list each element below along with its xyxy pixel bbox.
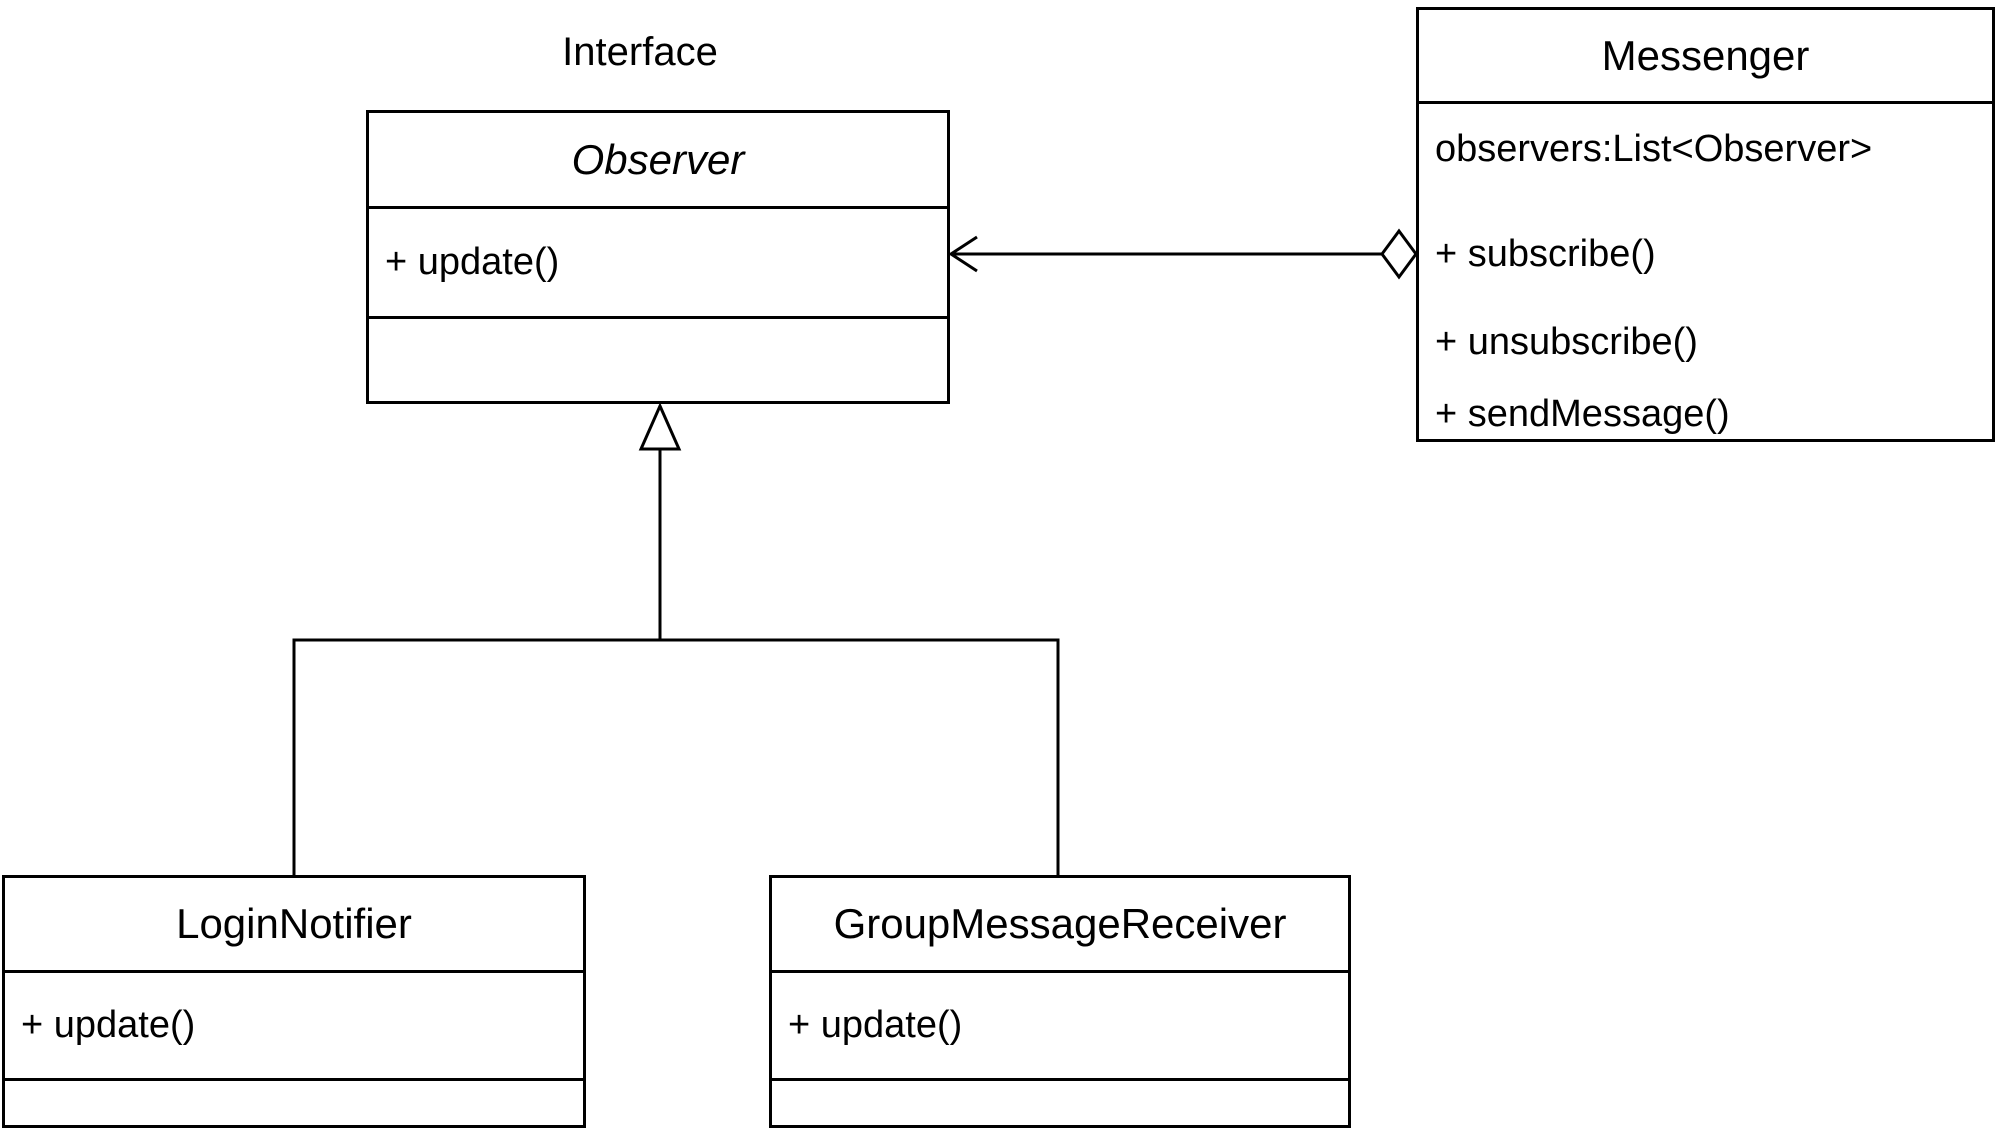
class-empty-compartment-loginnotifier	[5, 1078, 583, 1125]
class-title-groupmessagereceiver: GroupMessageReceiver	[833, 900, 1287, 947]
class-box-loginnotifier: LoginNotifier + update()	[2, 875, 586, 1128]
class-title-observer: Observer	[571, 135, 745, 183]
class-title-loginnotifier: LoginNotifier	[176, 900, 412, 947]
class-method-loginnotifier-update: + update()	[5, 970, 583, 1078]
class-box-observer: Observer + update()	[366, 110, 950, 404]
class-method-observer-update: + update()	[369, 206, 947, 316]
generalization-connector	[292, 449, 1060, 875]
interface-annotation-label: Interface	[562, 30, 718, 74]
aggregation-connector	[948, 235, 1382, 273]
class-method-messenger-subscribe: + subscribe()	[1435, 233, 1656, 275]
class-box-groupmessagereceiver: GroupMessageReceiver + update()	[769, 875, 1351, 1128]
inheritance-triangle-icon	[638, 402, 682, 451]
class-method-messenger-unsubscribe: + unsubscribe()	[1435, 321, 1698, 363]
class-empty-compartment-groupmessagereceiver	[772, 1078, 1348, 1125]
class-box-messenger: Messenger observers:List<Observer> + sub…	[1416, 7, 1995, 442]
class-method-groupmessagereceiver-update: + update()	[772, 970, 1348, 1078]
open-arrowhead-icon	[948, 235, 978, 273]
class-title-messenger: Messenger	[1601, 31, 1810, 79]
aggregation-diamond-icon	[1380, 228, 1418, 280]
class-body-messenger: observers:List<Observer> + subscribe() +…	[1419, 101, 1992, 439]
class-attribute-messenger-observers: observers:List<Observer>	[1435, 128, 1873, 170]
class-method-messenger-sendmessage: + sendMessage()	[1435, 393, 1730, 435]
class-empty-compartment-observer	[369, 316, 947, 401]
